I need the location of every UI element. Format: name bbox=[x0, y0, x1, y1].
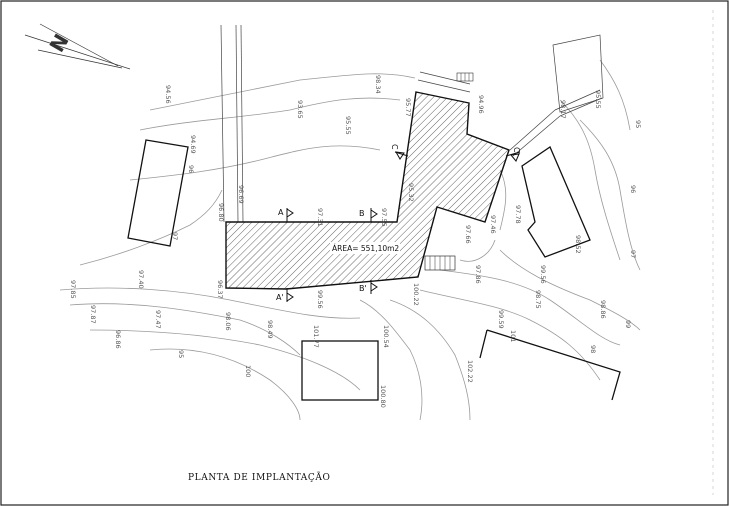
level-label: 101.77 bbox=[312, 325, 320, 348]
building-right bbox=[521, 146, 591, 258]
level-label: 101 bbox=[509, 330, 517, 342]
level-label: 97.66 bbox=[464, 225, 472, 244]
level-label: 100.80 bbox=[379, 385, 387, 408]
section-a-prime-label: A' bbox=[276, 293, 284, 302]
level-label: 100 bbox=[244, 365, 252, 377]
level-label: 96.37 bbox=[216, 280, 224, 299]
path-to-lot bbox=[509, 89, 603, 157]
level-label: 98.75 bbox=[534, 290, 542, 309]
level-label: 96 bbox=[187, 165, 195, 173]
level-label: 95.32 bbox=[407, 183, 415, 202]
building-left bbox=[127, 139, 189, 247]
level-label: 94.56 bbox=[164, 85, 172, 104]
level-label: 94.96 bbox=[477, 95, 485, 114]
area-label: ÁREA= 551,10m2 bbox=[332, 244, 399, 253]
level-label: 98.06 bbox=[224, 312, 232, 331]
level-label: 95.77 bbox=[404, 98, 412, 117]
building-bottom-right bbox=[479, 329, 621, 401]
level-label: 97.47 bbox=[154, 310, 162, 329]
level-label: 98.34 bbox=[374, 75, 382, 94]
level-label: 100.54 bbox=[382, 325, 390, 348]
section-b-label: B bbox=[359, 209, 365, 218]
level-label: 95 bbox=[177, 350, 185, 358]
level-label: 94.69 bbox=[189, 135, 197, 154]
access-road bbox=[220, 24, 471, 223]
section-markers: A A' B B' C C' bbox=[276, 144, 521, 302]
building-white-mask bbox=[330, 242, 400, 254]
level-label: 98.17 bbox=[559, 100, 567, 119]
level-label: 99.59 bbox=[497, 310, 505, 329]
level-label: 97 bbox=[171, 232, 179, 240]
level-label: 99.56 bbox=[539, 265, 547, 284]
level-label: 98.49 bbox=[266, 320, 274, 339]
level-label: 93.65 bbox=[296, 100, 304, 119]
level-label: 99.56 bbox=[316, 290, 324, 309]
section-c-prime-label: C' bbox=[512, 147, 521, 155]
level-label: 99 bbox=[624, 320, 632, 328]
section-c-label: C bbox=[390, 144, 399, 150]
level-label: 97.40 bbox=[137, 270, 145, 289]
level-label: 95.55 bbox=[594, 90, 602, 109]
level-label: 97.31 bbox=[316, 208, 324, 227]
level-label: 97.86 bbox=[474, 265, 482, 284]
level-label: 96.69 bbox=[237, 185, 245, 204]
drawing-title: PLANTA DE IMPLANTAÇÃO bbox=[188, 471, 330, 483]
level-label: 96 bbox=[629, 185, 637, 193]
section-b-prime-label: B' bbox=[359, 284, 367, 293]
level-annotations: 94.56 93.65 95.55 98.34 95.77 94.96 95.5… bbox=[69, 75, 642, 408]
level-label: 97.78 bbox=[514, 205, 522, 224]
building-bottom bbox=[301, 340, 379, 401]
contour-lines bbox=[59, 59, 641, 421]
level-label: 96.80 bbox=[217, 203, 225, 222]
level-label: 102.22 bbox=[466, 360, 474, 383]
section-a-label: A bbox=[278, 208, 284, 217]
main-building-footprint bbox=[225, 91, 510, 290]
level-label: 98 bbox=[589, 345, 597, 353]
lot-outline-top-right bbox=[552, 34, 604, 113]
stair-top bbox=[456, 72, 474, 82]
level-label: 95.55 bbox=[344, 116, 352, 135]
north-arrow-icon: N bbox=[24, 23, 131, 70]
level-label: 95 bbox=[634, 120, 642, 128]
level-label: 100.22 bbox=[412, 283, 420, 306]
level-label: 97 bbox=[629, 250, 637, 258]
level-label: 97.55 bbox=[380, 208, 388, 227]
level-label: 97.46 bbox=[489, 215, 497, 234]
level-label: 96.86 bbox=[114, 330, 122, 349]
level-label: 98.86 bbox=[599, 300, 607, 319]
level-label: 97.85 bbox=[69, 280, 77, 299]
entrance-steps bbox=[424, 255, 456, 271]
level-label: 98.52 bbox=[574, 235, 582, 254]
level-label: 97.87 bbox=[89, 305, 97, 324]
